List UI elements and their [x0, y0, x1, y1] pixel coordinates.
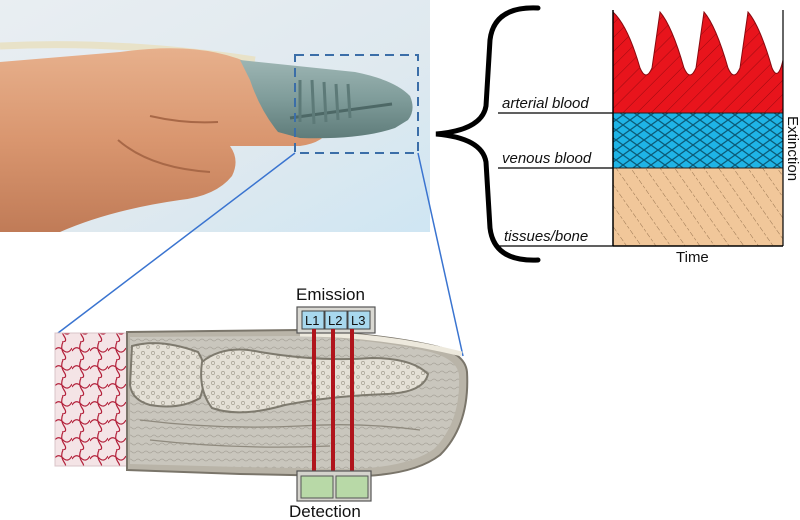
venous-layer	[613, 113, 783, 168]
fingernail	[299, 331, 463, 357]
led-l2-label: L2	[328, 313, 342, 328]
zoom-line-left	[57, 152, 296, 334]
led-l3-box	[347, 310, 371, 330]
led-l1-label: L1	[305, 313, 319, 328]
hand-photo	[0, 0, 430, 232]
extinction-chart: arterial blood venous blood tissues/bone…	[498, 10, 800, 266]
arterial-blood-label: arterial blood	[502, 95, 589, 112]
emission-label: Emission	[296, 285, 365, 304]
led-l2-box	[324, 310, 348, 330]
hand	[0, 48, 332, 232]
thumb-outline	[117, 139, 211, 173]
tissue-layer	[613, 168, 783, 246]
zoom-selection-box	[294, 54, 419, 154]
finger-clip	[240, 60, 413, 139]
blood-vessel-network	[54, 332, 128, 467]
time-axis-label: Time	[676, 249, 709, 266]
tendon-lines	[139, 419, 421, 448]
sensor: Emission L1 L2 L3 Detection	[289, 285, 376, 520]
led-l3-label: L3	[351, 313, 365, 328]
detector-cell-left	[300, 475, 334, 499]
finger-crease	[149, 115, 219, 124]
detection-label: Detection	[289, 502, 361, 520]
arterial-layer	[612, 10, 784, 114]
zoom-line-right	[417, 152, 464, 357]
tissue-bone-label: tissues/bone	[504, 228, 588, 245]
detector-cell-right	[335, 475, 369, 499]
venous-blood-label: venous blood	[502, 150, 592, 167]
curly-brace	[435, 5, 541, 263]
middle-phalanx-bone	[128, 342, 206, 408]
finger-cross-section	[54, 328, 469, 478]
extinction-axis-label: Extinction	[784, 116, 800, 181]
